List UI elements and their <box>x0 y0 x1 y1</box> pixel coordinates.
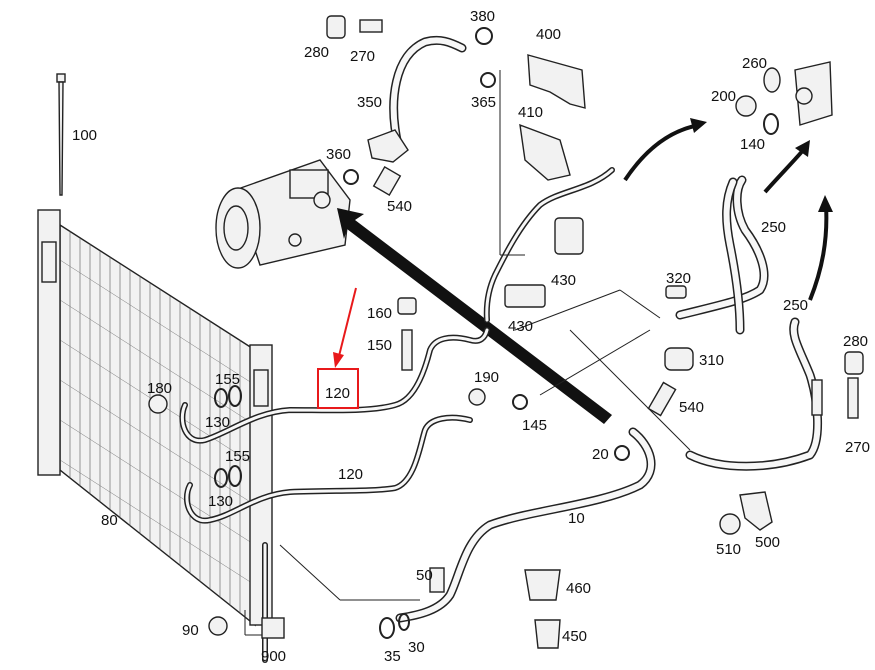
highlight-box <box>317 368 359 409</box>
label-510: 510 <box>716 541 741 558</box>
label-450: 450 <box>562 628 587 645</box>
compressor <box>215 159 351 269</box>
hose-250 <box>675 175 822 471</box>
leader-lines <box>244 70 691 636</box>
label-50: 50 <box>416 567 433 584</box>
label-250-upper: 250 <box>761 219 786 236</box>
label-190: 190 <box>474 369 499 386</box>
hose-350 <box>367 35 467 163</box>
label-80: 80 <box>101 512 118 529</box>
label-90: 90 <box>182 622 199 639</box>
label-200: 200 <box>711 88 736 105</box>
label-430-lower: 430 <box>508 318 533 335</box>
label-360: 360 <box>326 146 351 163</box>
flow-arrow <box>337 208 612 424</box>
label-540-top: 540 <box>387 198 412 215</box>
label-350: 350 <box>357 94 382 111</box>
label-100: 100 <box>72 127 97 144</box>
label-540-lower: 540 <box>679 399 704 416</box>
label-155-upper: 155 <box>215 371 240 388</box>
label-130-upper: 130 <box>205 414 230 431</box>
label-430-upper: 430 <box>551 272 576 289</box>
label-35: 35 <box>384 648 401 665</box>
label-20: 20 <box>592 446 609 463</box>
label-150: 150 <box>367 337 392 354</box>
hose-10 <box>395 427 656 623</box>
label-400: 400 <box>536 26 561 43</box>
label-270-right: 270 <box>845 439 870 456</box>
label-250-lower: 250 <box>783 297 808 314</box>
label-280-right: 280 <box>843 333 868 350</box>
label-30: 30 <box>408 639 425 656</box>
highlight-marker <box>317 287 359 409</box>
label-10: 10 <box>568 510 585 527</box>
dipstick-100 <box>56 73 66 196</box>
label-260: 260 <box>742 55 767 72</box>
label-365: 365 <box>471 94 496 111</box>
part-labels: 100 80 280 270 350 360 540 380 365 400 4… <box>72 8 870 665</box>
label-130-lower: 130 <box>208 493 233 510</box>
label-500: 500 <box>755 534 780 551</box>
label-120-lower: 120 <box>338 466 363 483</box>
label-180: 180 <box>147 380 172 397</box>
pipe-120-upper <box>179 327 490 444</box>
label-145: 145 <box>522 417 547 434</box>
label-310: 310 <box>699 352 724 369</box>
label-410: 410 <box>518 104 543 121</box>
small-parts <box>148 15 864 649</box>
label-160: 160 <box>367 305 392 322</box>
label-900: 900 <box>261 648 286 665</box>
label-140: 140 <box>740 136 765 153</box>
pipe-410-430 <box>483 167 615 323</box>
label-120-highlighted: 120 <box>325 385 350 402</box>
label-270-top: 270 <box>350 48 375 65</box>
label-320: 320 <box>666 270 691 287</box>
condenser <box>37 209 273 627</box>
pipe-120-lower <box>183 414 473 524</box>
label-155-lower: 155 <box>225 448 250 465</box>
flow-arrows-right <box>623 118 833 301</box>
label-380: 380 <box>470 8 495 25</box>
label-280-top: 280 <box>304 44 329 61</box>
label-460: 460 <box>566 580 591 597</box>
